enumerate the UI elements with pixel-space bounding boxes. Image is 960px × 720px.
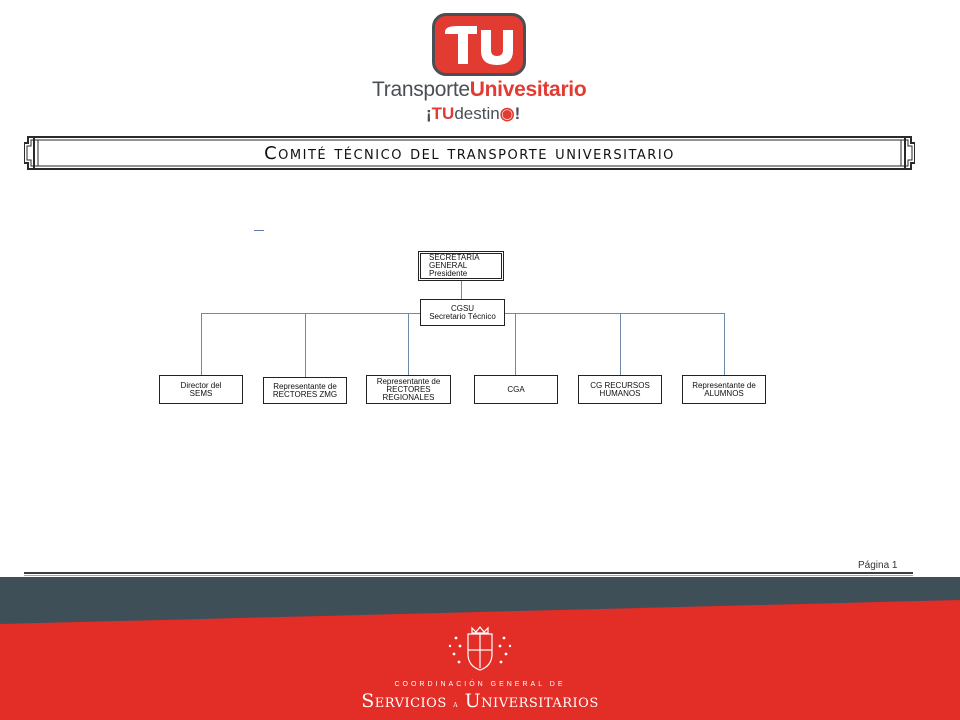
connector-member-4 [515,313,516,375]
slogan-part1: ¡ [426,104,432,123]
slogan: ¡TUdestin◉! [426,104,520,124]
node-director-sems: Director del SEMS [159,375,243,404]
node-label: Representante de RECTORES REGIONALES [376,376,441,402]
university-crest-icon [448,626,512,671]
tu-logo-mark-icon [445,26,513,65]
slogan-part3: destin [454,104,500,123]
tu-logo [432,13,526,76]
slogan-part4: ! [514,104,521,123]
node-label: CG RECURSOS HUMANOS [590,380,650,398]
connector-member-6 [724,313,725,375]
services-part1: Servicios [361,690,447,712]
brand-name-part2: Univesitario [469,78,587,101]
connector-top [461,280,462,300]
services-label: Servicios a Universitarios [0,690,960,712]
node-label: CGSU Secretario Técnico [429,303,496,321]
node-rectores-zmg: Representante de RECTORES ZMG [263,377,347,404]
node-representante-alumnos: Representante de ALUMNOS [682,375,766,404]
connector-member-1 [201,313,202,375]
connector-member-2 [305,313,306,377]
services-part3: Universitarios [464,690,599,712]
slogan-part2: TU [431,104,455,123]
node-cgsu: CGSU Secretario Técnico [420,299,505,326]
node-cga: CGA [474,375,558,404]
target-icon: ◉ [499,104,515,123]
brand-name-part1: Transporte [372,78,470,101]
footer-divider-thin [24,575,913,576]
node-label: CGA [507,384,525,394]
connector-member-3 [408,313,409,375]
stray-mark [254,230,264,231]
page-number: Página 1 [858,560,898,571]
node-rectores-regionales: Representante de RECTORES REGIONALES [366,375,451,404]
connector-member-5 [620,313,621,375]
node-label: SECRETARÍA GENERAL Presidente [429,253,480,278]
node-cg-recursos-humanos: CG RECURSOS HUMANOS [578,375,662,404]
services-part2: a [453,700,459,710]
node-label: Representante de RECTORES ZMG [272,381,338,399]
node-secretaria-general: SECRETARÍA GENERAL Presidente [418,251,504,281]
node-label: Representante de ALUMNOS [692,380,756,398]
node-label: Director del SEMS [180,380,222,398]
title-banner-frame [24,136,915,170]
brand-name: TransporteUnivesitario [372,78,592,102]
coordination-label: COORDINACIÓN GENERAL DE [394,681,566,688]
footer-divider [24,572,913,574]
page-title: Comité técnico del transporte universita… [264,143,675,164]
